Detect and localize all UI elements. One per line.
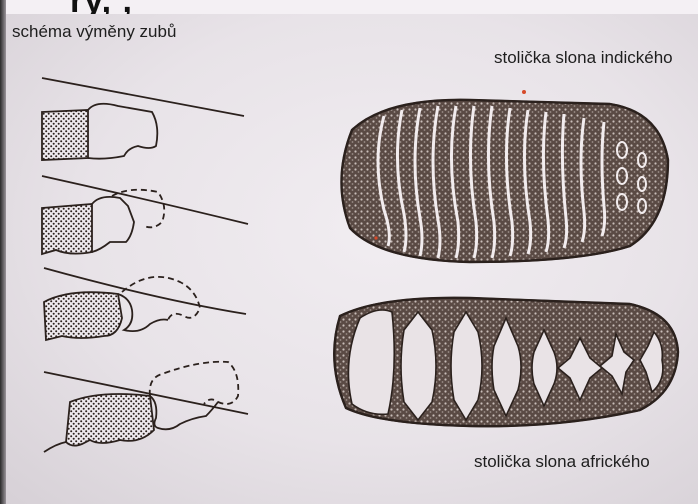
old-tooth-stipple (42, 204, 92, 254)
old-tooth-stipple (44, 292, 122, 340)
red-speck (522, 90, 526, 94)
tooth-replacement-stage-1 (42, 78, 244, 160)
african-elephant-molar (334, 298, 678, 426)
old-tooth-stipple (42, 110, 88, 160)
tooth-replacement-stage-2 (42, 176, 248, 254)
tooth-replacement-stage-4 (44, 362, 248, 452)
erupting-tooth-dashed (112, 190, 164, 228)
erupting-tooth-dashed (122, 277, 200, 320)
red-speck (374, 236, 377, 239)
erupting-tooth-dashed (150, 362, 239, 404)
old-tooth-stipple (66, 394, 154, 446)
new-tooth-outline (88, 104, 157, 159)
new-tooth-outline (118, 294, 168, 331)
indian-elephant-molar (341, 100, 668, 262)
root-line (44, 442, 66, 452)
new-tooth-outline (92, 197, 134, 252)
tooth-replacement-stage-3 (44, 268, 246, 340)
